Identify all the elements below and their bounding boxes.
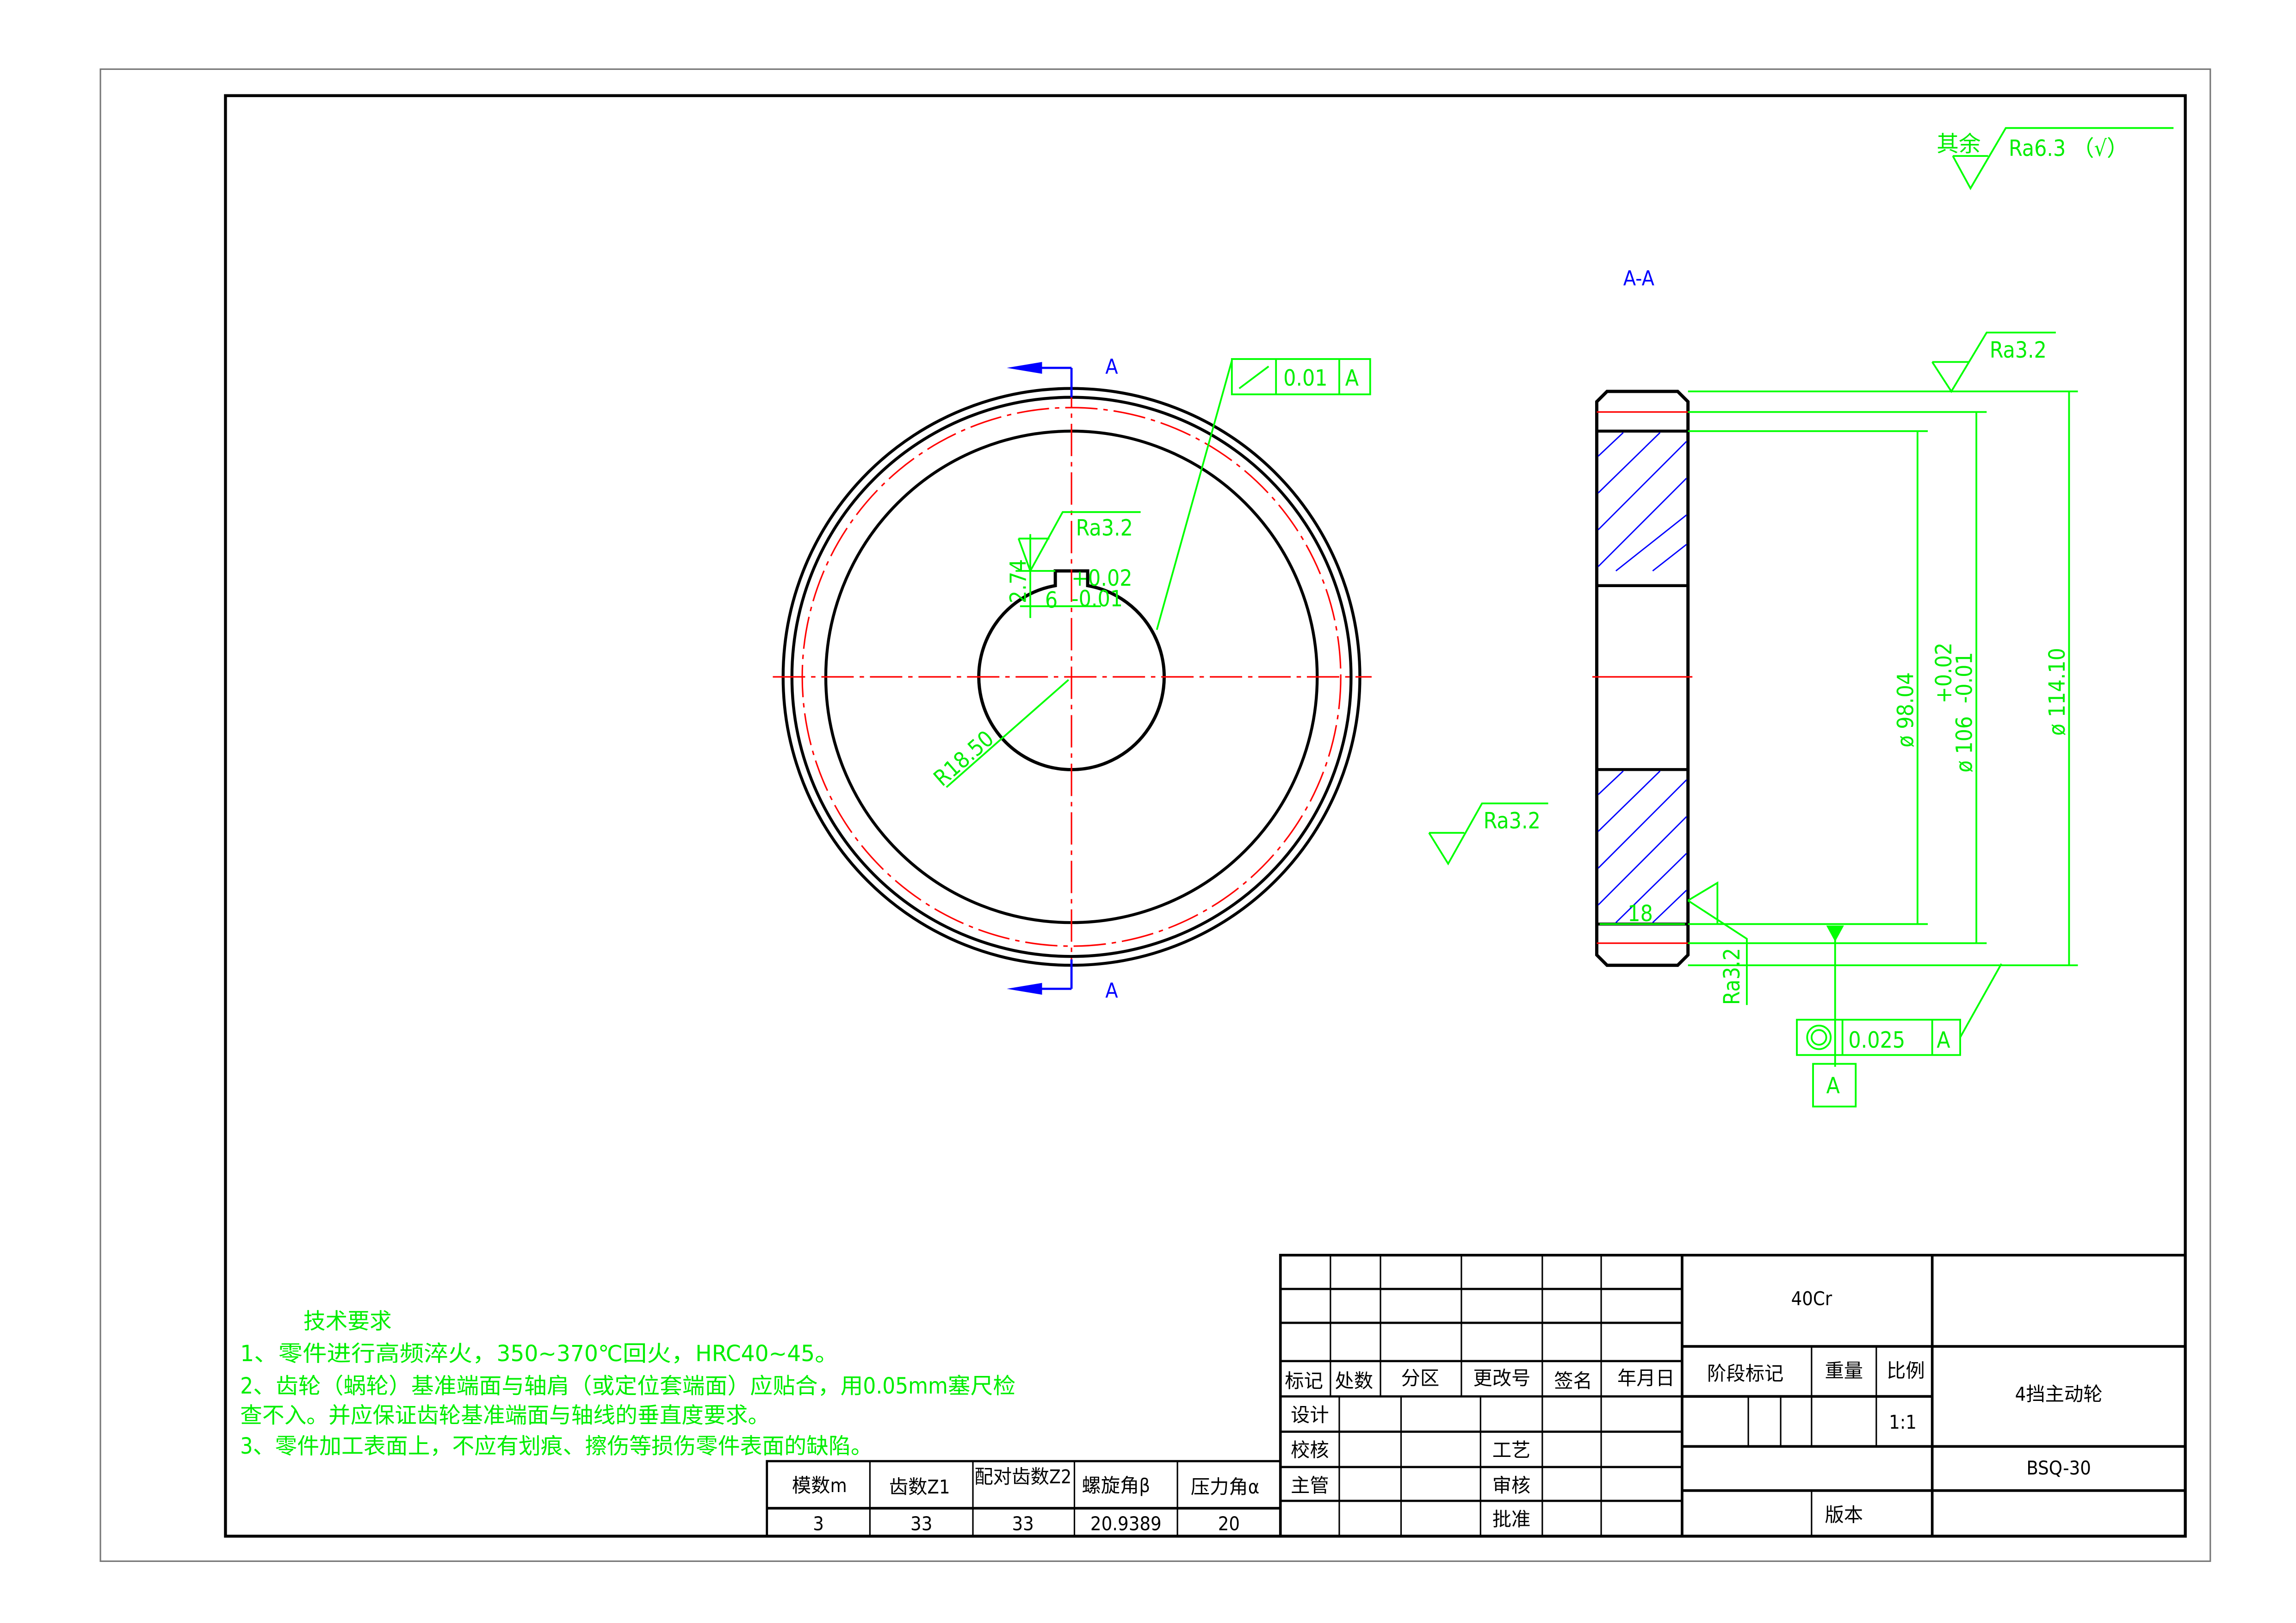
role-supervisor: 主管 xyxy=(1291,1474,1329,1497)
param-header-teeth: 齿数Z1 xyxy=(889,1476,950,1498)
general-surface-finish: 其余 Ra6.3 （√） xyxy=(1937,127,2174,190)
runout-value: 0.01 xyxy=(1283,365,1328,391)
front-view: A A R18.50 Ra3.2 2.74 6 +0.02 -0.01 0.01… xyxy=(773,355,1372,1003)
param-header-module: 模数m xyxy=(792,1474,847,1497)
rev-header-sign: 签名 xyxy=(1554,1370,1592,1392)
rev-header-date: 年月日 xyxy=(1617,1367,1675,1389)
part-name: 4挡主动轮 xyxy=(2015,1383,2103,1406)
material: 40Cr xyxy=(1791,1288,1832,1310)
face-finish: Ra3.2 xyxy=(1990,338,2047,363)
section-label: A-A xyxy=(1623,267,1655,291)
tech-line-1: 1、零件进行高频淬火，350~370℃回火，HRC40~45。 xyxy=(240,1341,839,1367)
dim-d1: ø 98.04 xyxy=(1893,672,1918,748)
inner-frame xyxy=(224,94,2187,1538)
stage-label: 阶段标记 xyxy=(1707,1363,1783,1385)
tech-line-4: 3、零件加工表面上，不应有划痕、擦伤等损伤零件表面的缺陷。 xyxy=(240,1434,873,1459)
weight-label: 重量 xyxy=(1825,1360,1863,1382)
scale-label: 比例 xyxy=(1887,1360,1925,1382)
cut-mark-top: A xyxy=(1105,355,1118,379)
side-finish: Ra3.2 xyxy=(1484,809,1541,834)
key-tol-upper: +0.02 xyxy=(1071,566,1132,591)
dim-d3: ø 114.10 xyxy=(2045,648,2070,736)
bore-radius: R18.50 xyxy=(929,726,999,792)
tech-title: 技术要求 xyxy=(303,1309,392,1334)
general-finish-value: Ra6.3 （√） xyxy=(2009,136,2129,161)
param-module: 3 xyxy=(813,1513,824,1535)
role-design: 设计 xyxy=(1291,1404,1329,1426)
rev-header-mark: 标记 xyxy=(1285,1370,1323,1392)
dim-d2-lower: -0.01 xyxy=(1952,652,1978,703)
param-teeth: 33 xyxy=(910,1513,932,1535)
concentricity-datum: A xyxy=(1937,1028,1950,1053)
scale-value: 1:1 xyxy=(1889,1411,1917,1433)
outer-border xyxy=(99,68,2211,1562)
tech-requirements: 技术要求 1、零件进行高频淬火，350~370℃回火，HRC40~45。 2、齿… xyxy=(240,1309,1015,1459)
concentricity-value: 0.025 xyxy=(1848,1028,1905,1053)
tech-line-2: 2、齿轮（蜗轮）基准端面与轴肩（或定位套端面）应贴合，用0.05mm塞尺检 xyxy=(240,1374,1015,1399)
role-process: 工艺 xyxy=(1492,1439,1531,1462)
cut-mark-bottom: A xyxy=(1105,979,1118,1003)
title-block: 标记 处数 分区 更改号 签名 年月日 设计 校核 主管 工艺 审核 批准 40… xyxy=(1279,1254,2187,1538)
param-header-pressure: 压力角α xyxy=(1191,1476,1260,1498)
key-width: 6 xyxy=(1045,588,1058,613)
key-tol-lower: -0.01 xyxy=(1071,586,1123,612)
rev-header-change-no: 更改号 xyxy=(1473,1367,1530,1389)
role-check: 校核 xyxy=(1291,1439,1329,1462)
gear-params-table: 模数m 齿数Z1 配对齿数Z2 螺旋角β 压力角α 3 33 33 20.938… xyxy=(766,1460,1282,1537)
param-mating-teeth: 33 xyxy=(1012,1513,1034,1535)
tech-line-3: 查不入。并应保证齿轮基准端面与轴线的垂直度要求。 xyxy=(240,1403,770,1428)
dim-d2: ø 106 xyxy=(1952,716,1978,773)
general-finish-prefix: 其余 xyxy=(1937,132,1980,157)
runout-datum: A xyxy=(1345,365,1359,391)
dim-d2-upper: +0.02 xyxy=(1931,643,1957,703)
role-review: 审核 xyxy=(1492,1474,1531,1497)
bottom-finish: Ra3.2 xyxy=(1720,948,1745,1005)
rev-header-zone: 分区 xyxy=(1401,1367,1440,1389)
dim-width: 18 xyxy=(1628,901,1653,927)
param-header-helix: 螺旋角β xyxy=(1082,1474,1150,1497)
section-view: A-A ø 98.04 ø 106 +0.02 -0.01 ø 114.10 xyxy=(1428,267,2078,1108)
param-helix: 20.9389 xyxy=(1090,1513,1162,1535)
rev-header-count: 处数 xyxy=(1335,1370,1373,1392)
drawing-number: BSQ-30 xyxy=(2026,1457,2091,1479)
param-header-mating-teeth: 配对齿数Z2 xyxy=(974,1466,1071,1488)
version-label: 版本 xyxy=(1825,1504,1863,1526)
param-pressure: 20 xyxy=(1218,1513,1240,1535)
keyway-finish: Ra3.2 xyxy=(1076,516,1133,541)
key-height: 2.74 xyxy=(1006,559,1032,603)
role-approve: 批准 xyxy=(1492,1508,1531,1530)
datum-label: A xyxy=(1826,1073,1840,1099)
